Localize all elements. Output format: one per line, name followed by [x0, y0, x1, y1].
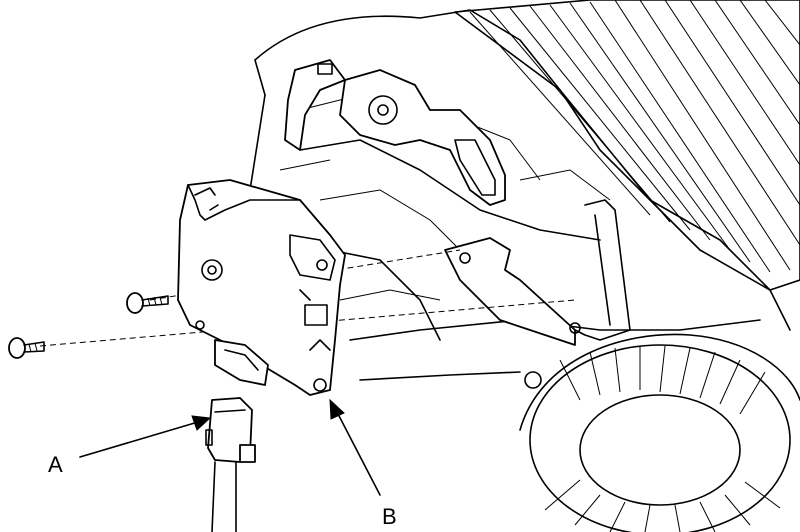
mode-control-motor: [177, 179, 346, 396]
callout-label-b: B: [382, 504, 397, 529]
screw-lower: [8, 337, 45, 359]
blower-fan: [519, 333, 800, 532]
harness-connector: [205, 397, 256, 532]
door-linkage: [284, 59, 506, 206]
callout-arrow-a: [79, 415, 212, 458]
motor-connector-socket: [214, 339, 269, 386]
callout-arrow-b: [329, 398, 381, 496]
filter-housing: [454, 0, 800, 291]
callout-label-a: A: [48, 452, 63, 477]
mounting-bracket: [444, 199, 631, 346]
screw-upper: [126, 292, 169, 314]
